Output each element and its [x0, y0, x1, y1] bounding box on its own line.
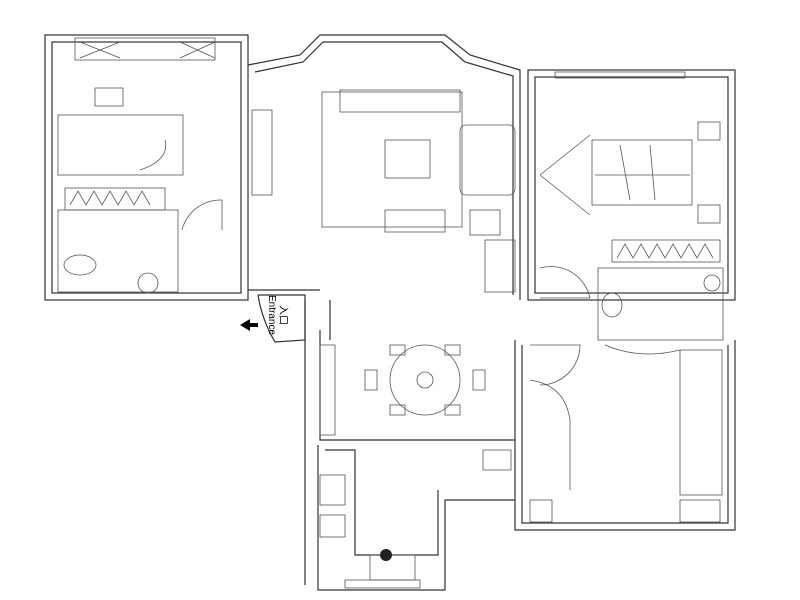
dining-table — [389, 344, 461, 416]
entrance-label-en: Entrance — [266, 294, 277, 336]
sink — [369, 554, 416, 581]
stove — [319, 474, 346, 506]
kitchen-sink — [319, 514, 346, 538]
cabinet — [319, 344, 336, 436]
left-bedroom — [44, 34, 249, 301]
rug — [321, 91, 463, 228]
entrance-arrow-icon — [240, 319, 258, 331]
tv-cabinet — [251, 109, 273, 196]
sofa-bed — [679, 349, 723, 496]
dining-room — [304, 300, 515, 585]
entrance-label-cn: 入口 — [277, 305, 288, 325]
kitchen — [317, 445, 515, 591]
entrance-label: 入口 Entrance — [258, 290, 288, 340]
sink — [137, 272, 159, 294]
study — [514, 340, 736, 531]
entrance — [240, 294, 306, 343]
sofa — [459, 124, 516, 196]
right-bedroom — [527, 69, 736, 341]
coffee-table — [384, 139, 431, 179]
sofa-top — [339, 89, 461, 113]
living-room — [247, 34, 521, 300]
wardrobe — [611, 239, 721, 263]
bed — [57, 114, 184, 176]
bathroom-right — [597, 267, 724, 341]
toilet — [63, 254, 97, 276]
bathroom-left — [57, 209, 179, 293]
side-table — [384, 209, 446, 233]
bed — [591, 139, 693, 206]
chair — [94, 87, 124, 107]
shoe-cabinet — [484, 239, 516, 293]
